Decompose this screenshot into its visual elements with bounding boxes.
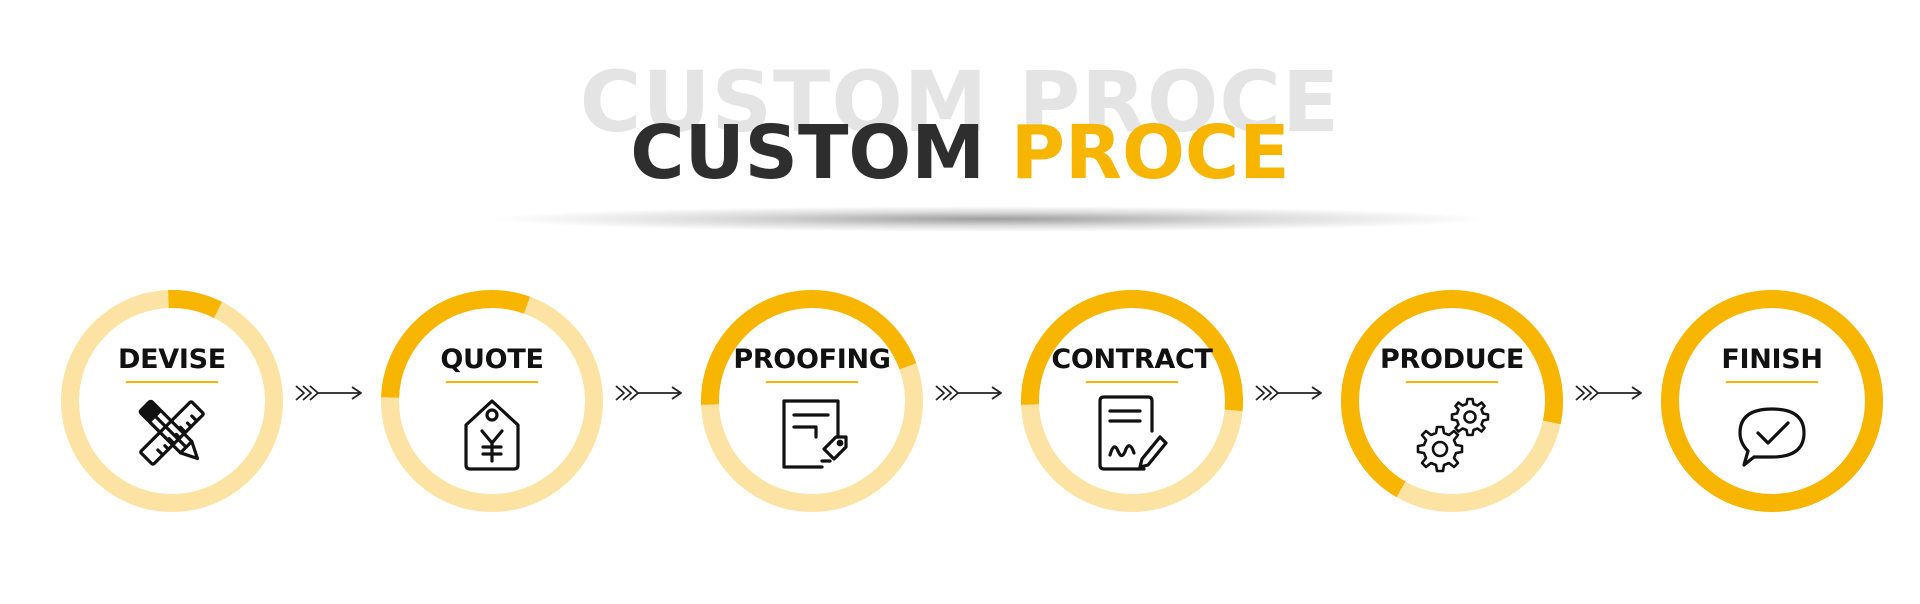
step-label: PROOFING (733, 344, 891, 375)
step-underline (126, 381, 218, 383)
step-quote: QUOTE (378, 287, 606, 515)
title-part-1: CUSTOM (630, 110, 985, 196)
step-underline (1086, 381, 1178, 383)
step-label: CONTRACT (1051, 344, 1213, 375)
step-proofing: PROOFING (698, 287, 926, 515)
progress-ring (60, 290, 283, 512)
arrow-connector (614, 382, 684, 404)
step-underline (446, 381, 538, 383)
step-devise: DEVISE (58, 287, 286, 515)
progress-ring (1021, 290, 1243, 512)
contract-sign-icon (1098, 395, 1168, 471)
price-tag-yen-icon (464, 399, 520, 471)
title-shadow (485, 206, 1495, 232)
title-part-2: PROCE (1010, 110, 1290, 196)
document-tag-icon (782, 399, 848, 469)
progress-ring (701, 290, 923, 512)
chat-check-icon (1738, 407, 1806, 467)
step-contract: CONTRACT (1018, 287, 1246, 515)
progress-ring (1661, 290, 1883, 512)
step-label: FINISH (1721, 344, 1823, 375)
step-label: DEVISE (118, 344, 226, 375)
progress-ring (1341, 290, 1563, 512)
arrow-connector (1574, 382, 1644, 404)
arrow-connector (1254, 382, 1324, 404)
step-label: QUOTE (440, 344, 544, 375)
step-underline (1726, 381, 1818, 383)
step-label: PRODUCE (1379, 344, 1525, 375)
page-title: CUSTOM PROCE (0, 116, 1920, 190)
step-underline (1406, 381, 1498, 383)
arrow-connector (294, 382, 364, 404)
arrow-connector (934, 382, 1004, 404)
step-finish: FINISH (1658, 287, 1886, 515)
gears-icon (1416, 397, 1490, 473)
progress-ring (381, 290, 603, 512)
step-produce: PRODUCE (1338, 287, 1566, 515)
ruler-pencil-icon (138, 399, 205, 466)
title-watermark: CUSTOM PROCE (579, 53, 1341, 151)
step-underline (766, 381, 858, 383)
